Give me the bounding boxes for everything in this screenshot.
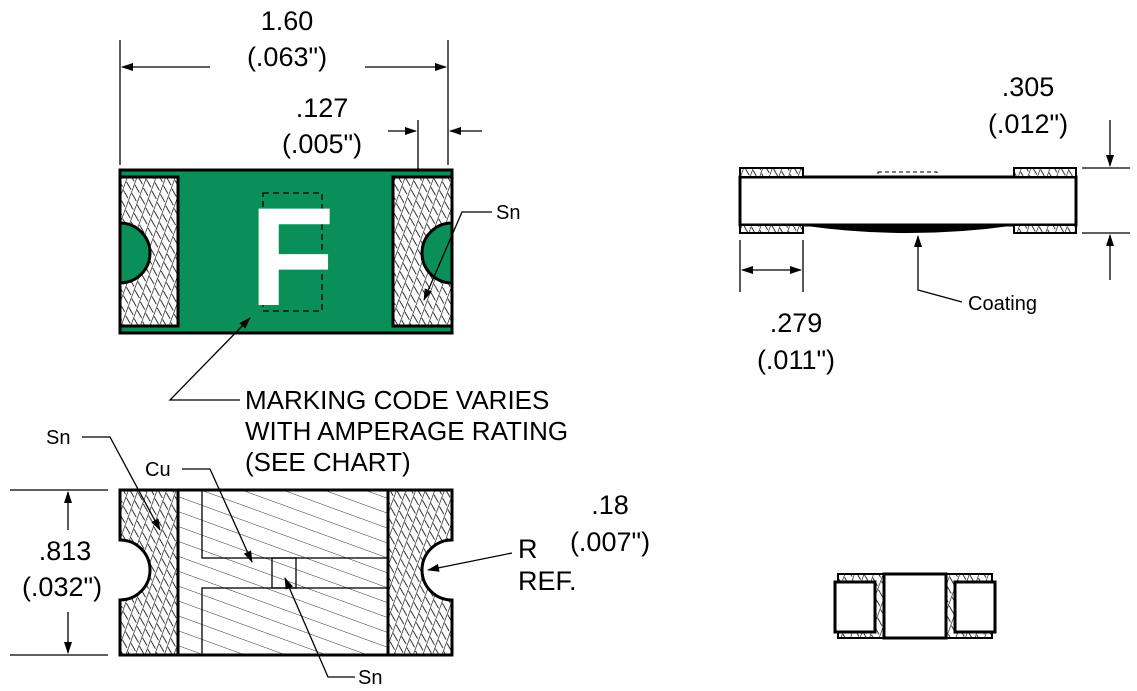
top-view: F 1.60 (.063") .127 (.005") Sn xyxy=(118,6,520,335)
right-terminal-bottom xyxy=(386,488,454,657)
marking-box xyxy=(262,192,323,312)
radius-mm: .18 xyxy=(591,490,629,520)
radius-label: R xyxy=(518,534,538,564)
terminal-mm: .279 xyxy=(770,308,823,338)
band-in: (.005") xyxy=(282,129,362,159)
sn-label-top-view: Sn xyxy=(496,202,520,224)
width-mm: .813 xyxy=(39,536,92,566)
length-mm: 1.60 xyxy=(261,6,314,36)
side-view: .305 (.012") .279 (.011") Coating xyxy=(738,72,1130,375)
end-view xyxy=(833,572,997,640)
sn-label-bottom: Sn xyxy=(358,667,382,689)
coating-label: Coating xyxy=(968,293,1037,315)
terminal-in: (.011") xyxy=(757,345,835,375)
radius-in: (.007") xyxy=(570,527,650,557)
note-line-2: WITH AMPERAGE RATING xyxy=(245,416,568,446)
ref-label: REF. xyxy=(518,566,577,596)
thickness-mm: .305 xyxy=(1002,72,1055,102)
right-terminal xyxy=(391,175,454,328)
marking-code: F xyxy=(249,178,335,335)
band-mm: .127 xyxy=(296,93,349,123)
thickness-in: (.012") xyxy=(988,109,1068,139)
left-terminal-bottom xyxy=(118,488,180,657)
cu-label: Cu xyxy=(145,459,171,481)
coating xyxy=(802,224,1015,233)
left-terminal xyxy=(118,175,180,328)
note-line-1: MARKING CODE VARIES xyxy=(245,385,549,415)
length-in: (.063") xyxy=(247,42,327,72)
sn-label-bottom-left: Sn xyxy=(46,427,70,449)
width-in: (.032") xyxy=(22,572,102,602)
bottom-view: .813 (.032") Sn Cu Sn .18 (.007") R REF. xyxy=(10,427,650,689)
note-line-3: (SEE CHART) xyxy=(245,447,411,477)
